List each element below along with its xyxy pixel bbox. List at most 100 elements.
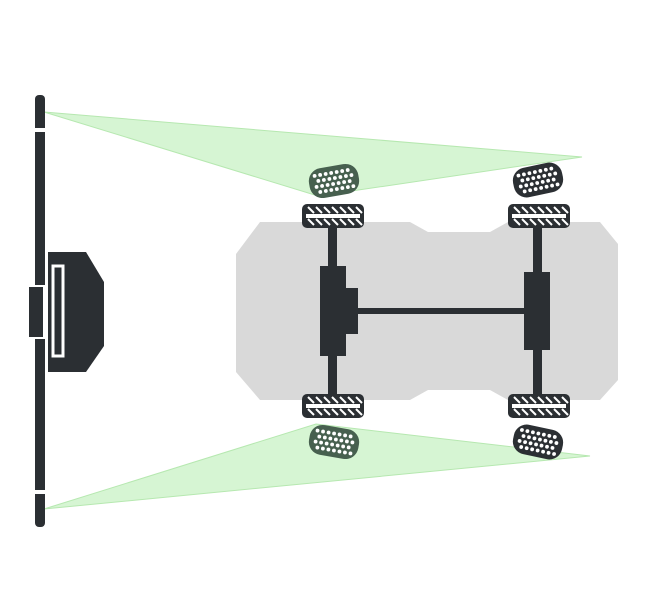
target-dot <box>527 171 532 176</box>
target-dot <box>527 435 531 440</box>
tire-tread <box>537 206 545 214</box>
target-dot <box>550 183 554 188</box>
tires <box>302 204 570 418</box>
tire-icon <box>302 394 364 418</box>
target-dot <box>534 442 538 447</box>
target-dot <box>546 450 551 455</box>
target-dot <box>536 175 541 179</box>
target-dot <box>340 169 345 173</box>
target-dot <box>330 442 335 447</box>
tire-tread <box>355 206 363 214</box>
tire-tread <box>513 396 521 404</box>
target-dot <box>324 441 329 446</box>
tire-tread <box>553 408 561 416</box>
gearbox-block <box>346 288 358 334</box>
tire-tread <box>339 206 347 214</box>
target-dot <box>333 437 338 442</box>
tire-tread <box>323 206 331 214</box>
target-dot <box>528 188 533 193</box>
tire-tread <box>561 408 569 416</box>
wheel-target-icon <box>512 162 564 198</box>
tire-tread <box>355 218 363 226</box>
tire-icon <box>508 204 570 228</box>
tire-tread <box>545 206 553 214</box>
target-dot <box>345 185 350 189</box>
target-dot <box>524 446 529 451</box>
target-dot <box>349 173 354 177</box>
camera-housing <box>48 252 104 372</box>
tire-tread <box>537 218 545 226</box>
wheel-target-icon <box>512 424 564 460</box>
wheel-targets <box>308 162 564 460</box>
tire-tread <box>355 408 363 416</box>
tire-tread <box>323 396 331 404</box>
tire-tread <box>331 206 339 214</box>
target-dot <box>335 443 340 448</box>
scanner-post <box>27 95 104 527</box>
target-dot <box>329 188 334 192</box>
target-dot <box>539 186 544 190</box>
tire-tread <box>537 396 545 404</box>
target-dot <box>348 434 353 439</box>
wheel-target-icon <box>308 424 360 460</box>
target-dot <box>331 182 336 186</box>
target-dot <box>525 429 530 434</box>
target-dot <box>517 439 522 443</box>
tire-tread <box>521 206 529 214</box>
target-dot <box>533 187 538 191</box>
target-dot <box>325 183 330 187</box>
target-dot <box>536 431 541 436</box>
target-dot <box>553 171 558 176</box>
target-dot <box>329 171 334 175</box>
tire-tread <box>315 206 323 214</box>
target-dot <box>345 168 350 172</box>
target-dot <box>315 428 320 433</box>
target-dot <box>343 450 347 455</box>
target-dot <box>314 185 319 189</box>
tire-tread <box>521 396 529 404</box>
target-dot <box>313 439 318 444</box>
measurement-beams <box>43 111 591 510</box>
car <box>236 222 618 400</box>
target-dot <box>327 177 332 181</box>
target-dot <box>532 170 537 174</box>
tire-tread <box>331 396 339 404</box>
target-dot <box>547 433 552 438</box>
tire-tread <box>561 206 569 214</box>
target-dot <box>529 182 534 187</box>
target-dot <box>334 187 339 191</box>
target-dot <box>323 189 328 193</box>
target-dot <box>525 177 530 182</box>
post-gap-bottom <box>34 490 46 494</box>
target-dot <box>524 183 529 188</box>
target-dot <box>319 440 324 445</box>
tire-tread <box>331 218 339 226</box>
target-plate <box>512 424 564 460</box>
target-dot <box>540 179 545 184</box>
target-dot <box>350 440 355 445</box>
tire-tread <box>339 218 347 226</box>
tire-tread <box>307 408 315 416</box>
tire-groove <box>512 214 566 218</box>
target-dot <box>549 439 553 444</box>
target-dot <box>549 166 554 171</box>
front-axle-block <box>320 266 346 356</box>
target-dot <box>321 429 325 434</box>
tire-tread <box>347 396 355 404</box>
target-dot <box>346 445 351 450</box>
target-dot <box>521 434 526 438</box>
target-dot <box>332 448 336 453</box>
tire-tread <box>307 396 315 404</box>
target-dot <box>531 176 536 181</box>
target-dot <box>522 189 527 194</box>
target-dot <box>337 432 342 437</box>
target-dot <box>532 436 537 441</box>
target-dot <box>342 180 347 184</box>
tire-tread <box>545 218 553 226</box>
target-dot <box>519 445 524 449</box>
target-dot <box>348 451 353 456</box>
tire-tread <box>529 408 537 416</box>
tire-tread <box>339 396 347 404</box>
rear-axle-upper <box>533 226 542 272</box>
target-dot <box>552 435 557 439</box>
